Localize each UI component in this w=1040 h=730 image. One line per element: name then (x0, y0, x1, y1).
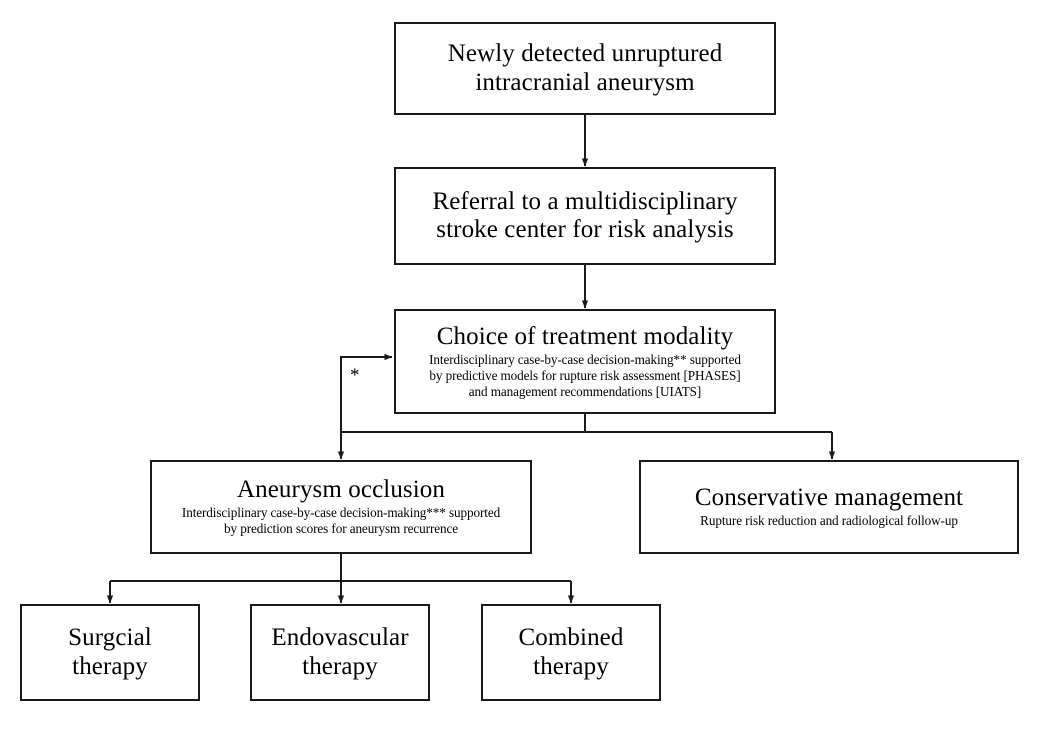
node-newly-detected[interactable]: Newly detected unruptured intracranial a… (394, 22, 776, 115)
node-endovascular-therapy-title: Endovascular therapy (271, 624, 409, 680)
node-choice-of-treatment[interactable]: Choice of treatment modality Interdiscip… (394, 309, 776, 414)
node-referral[interactable]: Referral to a multidisciplinary stroke c… (394, 167, 776, 265)
edge-feedback-to-choice (340, 353, 393, 432)
node-conservative-management-title: Conservative management (694, 483, 964, 511)
node-aneurysm-occlusion-title: Aneurysm occlusion (236, 476, 445, 504)
node-choice-of-treatment-title: Choice of treatment modality (436, 322, 734, 350)
node-conservative-management[interactable]: Conservative management Rupture risk red… (639, 460, 1019, 554)
node-aneurysm-occlusion[interactable]: Aneurysm occlusion Interdisciplinary cas… (150, 460, 532, 554)
node-conservative-management-subtitle: Rupture risk reduction and radiological … (700, 513, 958, 529)
node-combined-therapy[interactable]: Combined therapy (481, 604, 661, 701)
feedback-asterisk-label: * (350, 365, 360, 386)
node-referral-title: Referral to a multidisciplinary stroke c… (432, 187, 738, 244)
node-surgical-therapy-title: Surgcial therapy (68, 624, 152, 680)
node-choice-of-treatment-subtitle: Interdisciplinary case-by-case decision-… (429, 351, 741, 399)
node-aneurysm-occlusion-subtitle: Interdisciplinary case-by-case decision-… (181, 505, 501, 537)
node-combined-therapy-title: Combined therapy (518, 624, 624, 680)
node-newly-detected-title: Newly detected unruptured intracranial a… (447, 40, 723, 96)
node-surgical-therapy[interactable]: Surgcial therapy (20, 604, 200, 701)
node-endovascular-therapy[interactable]: Endovascular therapy (250, 604, 430, 701)
